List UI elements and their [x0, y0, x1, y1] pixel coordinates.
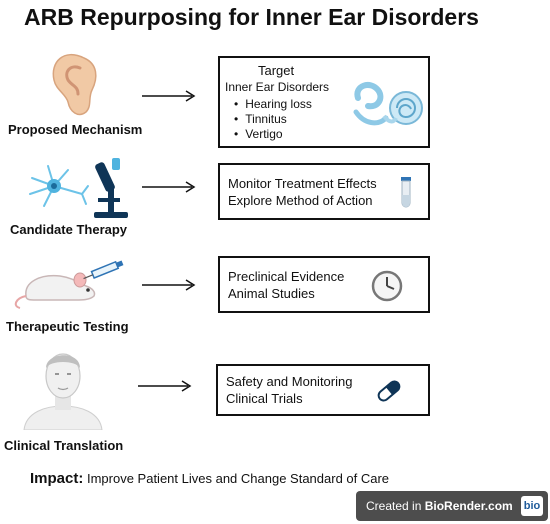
row-label-proposed-mechanism: Proposed Mechanism	[8, 122, 143, 137]
ear-icon	[52, 53, 97, 116]
row-label-clinical-translation: Clinical Translation	[4, 438, 124, 453]
row-label-candidate-therapy: Candidate Therapy	[10, 222, 128, 237]
arrow-right	[142, 90, 196, 102]
box-subheading: Inner Ear Disorders	[225, 80, 330, 94]
badge-brand: BioRender.com	[424, 499, 513, 513]
disorder-list: Hearing loss Tinnitus Vertigo	[234, 97, 312, 142]
list-item: Hearing loss	[234, 97, 312, 112]
person-icon	[23, 353, 103, 430]
cochlea-icon	[353, 81, 423, 126]
box-heading: Target	[258, 63, 295, 78]
pill-icon	[377, 380, 401, 402]
box-line: Safety and Monitoring	[226, 374, 353, 389]
impact-label: Impact:	[30, 470, 84, 487]
list-item: Vertigo	[234, 127, 312, 142]
badge-text: Created in BioRender.com	[366, 499, 513, 513]
box-line: Explore Method of Action	[228, 193, 373, 208]
target-box: Target Inner Ear Disorders Hearing loss …	[218, 56, 430, 148]
clock-icon	[371, 270, 403, 302]
badge-prefix: Created in	[366, 499, 425, 513]
row-label-therapeutic-testing: Therapeutic Testing	[6, 319, 129, 334]
arrow-right	[138, 380, 192, 392]
box-line: Animal Studies	[228, 286, 315, 301]
biorender-logo: bio	[521, 496, 543, 516]
therapy-box: Monitor Treatment Effects Explore Method…	[218, 163, 430, 220]
test-tube-icon	[401, 177, 411, 208]
list-item: Tinnitus	[234, 112, 312, 127]
impact-statement: Impact: Improve Patient Lives and Change…	[30, 470, 389, 487]
neuron-microscope-icon	[29, 158, 128, 218]
mouse-syringe-icon	[14, 260, 124, 309]
testing-box: Preclinical Evidence Animal Studies	[218, 256, 430, 313]
arrow-right	[142, 181, 196, 193]
box-line: Monitor Treatment Effects	[228, 176, 377, 191]
biorender-badge[interactable]: Created in BioRender.com bio	[356, 491, 548, 521]
clinical-box: Safety and Monitoring Clinical Trials	[216, 364, 430, 416]
box-line: Clinical Trials	[226, 391, 303, 406]
diagram-title: ARB Repurposing for Inner Ear Disorders	[24, 4, 479, 30]
box-line: Preclinical Evidence	[228, 269, 345, 284]
impact-text: Improve Patient Lives and Change Standar…	[86, 471, 390, 486]
arrow-right	[142, 279, 196, 291]
